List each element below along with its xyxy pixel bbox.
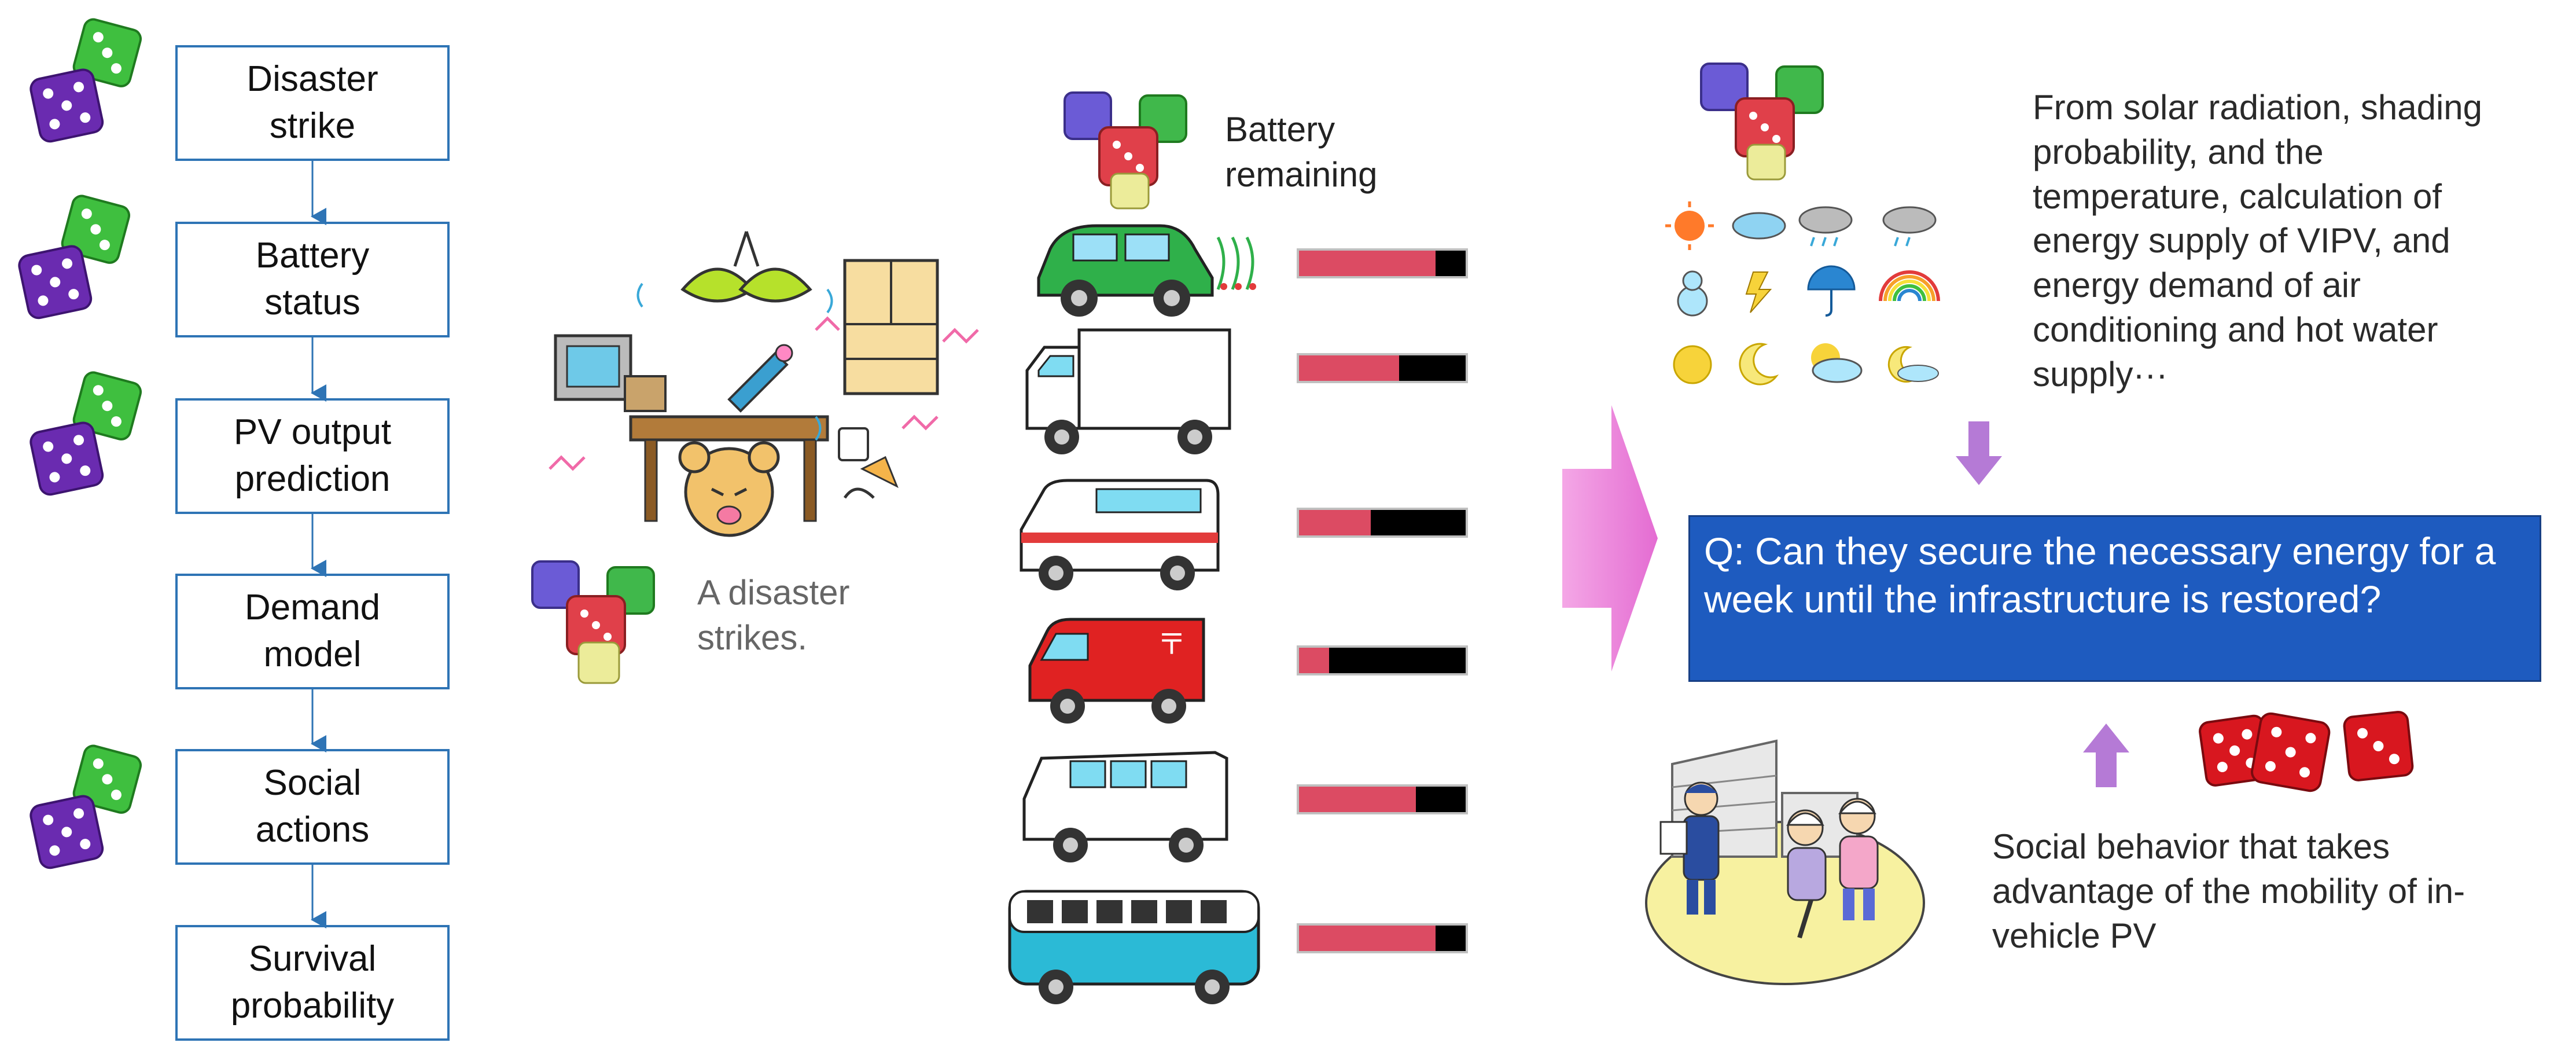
truck-icon [1025,328,1231,454]
table-icon [629,415,829,522]
question-box: Q: Can they secure the necessary energy … [1688,515,2541,682]
dice-green-icon [72,371,142,440]
weather-rain-icon [1882,206,1937,247]
moon-icon [1887,346,1939,383]
dice-purple-icon [30,68,104,143]
big-arrow-icon [1562,405,1658,671]
dice-purple-icon [30,421,104,496]
shake-lines [549,316,979,471]
dice-red-icon [2199,711,2414,792]
rainbow-icon [1879,270,1940,302]
earthquake-illustration [549,231,979,537]
dice-purple-icon [30,795,104,869]
umbrella-icon [1807,265,1856,317]
dice-green-icon [61,194,130,264]
evacuation-illustration [1645,739,1925,985]
computer-icon [554,334,667,412]
dice-green-icon [72,744,142,814]
dice-cluster-icon [1063,91,1187,210]
person-worker-icon [1659,781,1720,915]
falling-cup-icon [838,427,899,499]
battery-fill [1299,787,1416,812]
battery-bar-car [1297,248,1468,278]
battery-fill [1299,251,1436,276]
social-behavior-description: Social behavior that takes advantage of … [1992,827,2465,955]
weather-cloud-icon [1811,343,1863,383]
flow-step-social-actions: Social actions [175,749,450,865]
flow-step-pv-output-prediction: PV output prediction [175,398,450,514]
svg-text:〒: 〒 [1157,627,1186,661]
weather-icons [1665,201,1940,386]
dice-cluster-icon [531,560,655,684]
weather-lightning-icon [1745,271,1772,313]
moon-icon [1739,343,1779,386]
weather-snow-icon [1677,270,1708,317]
postal-van-icon: 〒 [1028,618,1205,724]
vase-icon [727,344,793,413]
disaster-label: A disaster strikes. [697,573,850,657]
flow-step-disaster-strike: Disaster strike [175,45,450,161]
bear-character-icon [678,441,780,537]
flow-step-survival-probability: Survival probability [175,925,450,1041]
battery-fill [1299,926,1436,951]
weather-sun-icon [1673,345,1712,384]
down-arrow-icon [1956,421,2002,485]
battery-bar-van [1297,784,1468,814]
dice-pair-icon [30,371,142,496]
car-icon [1037,224,1256,317]
ambulance-icon [1020,479,1220,590]
dice-cluster-icon [1700,63,1824,181]
weather-sun-icon [1665,201,1714,250]
dice-pair-icon [30,18,142,143]
battery-bar-postal-van [1297,645,1468,675]
battery-fill [1299,510,1371,535]
person-helper-icon [1838,798,1879,920]
battery-fill [1299,355,1399,381]
battery-bar-bus [1297,923,1468,953]
ceiling-lamp-icon [680,231,812,303]
dice-pair-icon [30,744,142,869]
flow-step-demand-model: Demand model [175,574,450,689]
dice-pair-icon [18,194,130,320]
person-elderly-icon [1786,809,1827,939]
up-arrow-icon [2083,724,2129,787]
bus-icon [1008,890,1260,1004]
cabinet-icon [843,259,939,395]
dice-green-icon [72,18,142,87]
dice-purple-icon [18,245,93,320]
weather-cloud-icon [1732,212,1786,240]
battery-bar-truck [1297,353,1468,383]
battery-bar-ambulance [1297,508,1468,538]
battery-fill [1299,648,1329,673]
weather-rain-icon [1798,206,1853,247]
van-icon [1022,751,1228,862]
battery-remaining-title: Battery remaining [1225,110,1378,194]
supply-description: From solar radiation, shading probabilit… [2033,88,2483,394]
